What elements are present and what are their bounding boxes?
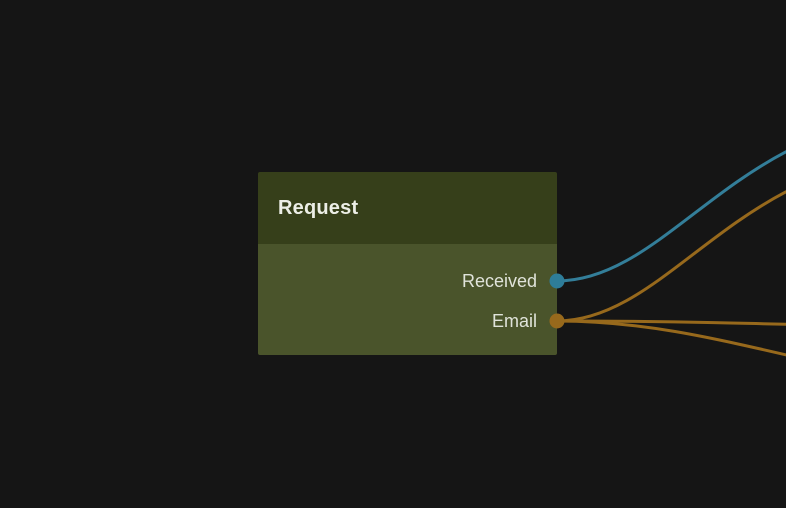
- edge-email-out-down[interactable]: [556, 319, 786, 382]
- output-row-email: Email: [258, 301, 557, 341]
- edge-email-out-up[interactable]: [556, 158, 786, 323]
- edge-email-out-flat[interactable]: [556, 319, 786, 328]
- node-title: Request: [278, 196, 359, 219]
- node-header[interactable]: Request: [258, 172, 557, 244]
- node-body: Received Email: [258, 244, 557, 355]
- edge-received-out[interactable]: [556, 118, 786, 283]
- output-row-received: Received: [258, 261, 557, 301]
- output-label-email: Email: [491, 311, 537, 331]
- node-request[interactable]: Request Received Email: [258, 172, 557, 355]
- output-label-received: Received: [461, 271, 537, 291]
